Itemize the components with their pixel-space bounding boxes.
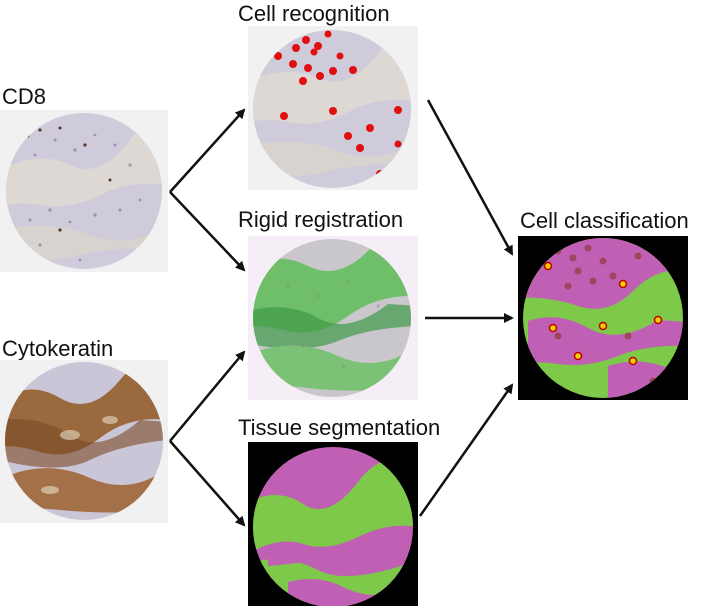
label-cell-classification: Cell classification: [520, 208, 689, 233]
label-cell-recognition: Cell recognition: [238, 1, 390, 26]
cd8-tissue-image: [0, 110, 168, 272]
rigid-registration-image: [248, 236, 418, 400]
arrow-cytokeratin-to-segmentation: [169, 440, 246, 527]
arrow-cytokeratin-to-registration: [169, 350, 246, 442]
tissue-segmentation-image: [248, 442, 418, 606]
label-rigid-registration: Rigid registration: [238, 207, 404, 232]
cell-classification-image: [518, 236, 688, 400]
arrow-recognition-to-classification: [426, 99, 514, 256]
cytokeratin-tissue-image: [0, 360, 168, 523]
label-cd8: CD8: [2, 84, 47, 109]
label-cytokeratin: Cytokeratin: [2, 336, 114, 361]
cell-recognition-image: [248, 26, 418, 190]
arrow-cd8-to-registration: [169, 191, 246, 272]
arrow-segmentation-to-classification: [418, 383, 514, 517]
arrow-cd8-to-recognition: [169, 108, 246, 193]
label-tissue-segmentation: Tissue segmentation: [238, 415, 441, 440]
